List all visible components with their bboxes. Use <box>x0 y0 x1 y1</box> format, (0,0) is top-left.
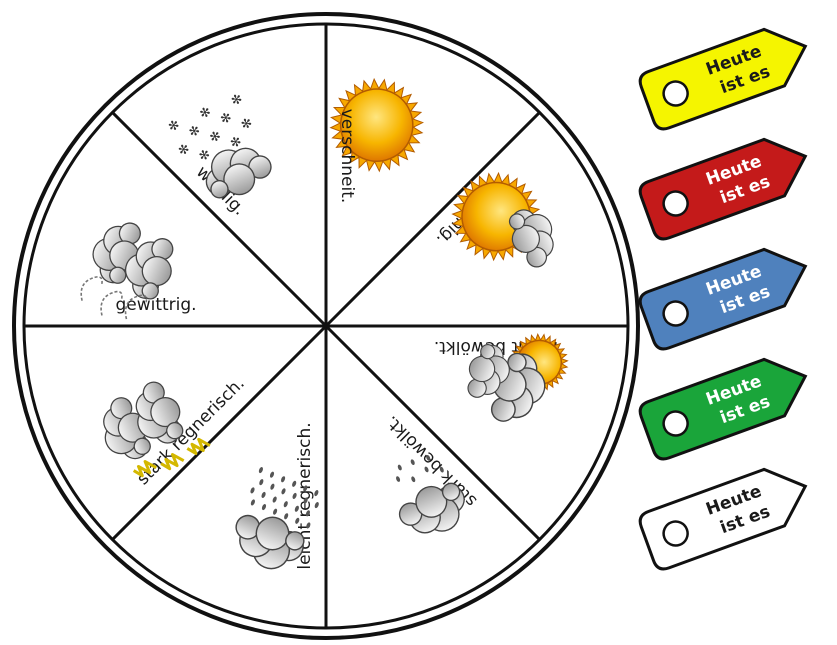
wheel-spokes <box>24 24 628 628</box>
sector-verschneit[interactable]: ✻✻✻✻✻✻✻✻✻✻verschneit. <box>166 52 390 259</box>
tag-shape <box>638 357 808 461</box>
tag-hole <box>662 300 689 327</box>
sector-gewittrig[interactable]: gewittrig. <box>55 266 254 487</box>
wheel-spoke <box>324 324 541 541</box>
tag-shape <box>638 467 808 571</box>
thunderstorm-cloud-icon <box>103 381 211 478</box>
tag-shape <box>638 137 808 241</box>
snow-cloud-icon: ✻✻✻✻✻✻✻✻✻✻ <box>166 91 272 199</box>
svg-text:✻: ✻ <box>239 115 255 133</box>
svg-text:✻: ✻ <box>197 147 213 165</box>
svg-text:✻: ✻ <box>228 134 244 152</box>
wheel-spoke <box>324 111 541 328</box>
svg-text:✻: ✻ <box>229 91 245 109</box>
wheel-spoke <box>111 324 328 541</box>
svg-text:✻: ✻ <box>218 110 234 128</box>
svg-text:✻: ✻ <box>208 128 224 146</box>
wheel[interactable]: sonnig.leicht bewölkt.stark bewölkt.leic… <box>12 12 640 640</box>
tag-hole <box>662 190 689 217</box>
svg-text:✻: ✻ <box>187 123 203 141</box>
tag-hole <box>662 520 689 547</box>
wheel-spoke <box>111 111 328 328</box>
tag-hole <box>662 410 689 437</box>
sector-label: verschneit. <box>337 109 357 204</box>
sector-label: gewittrig. <box>115 295 196 315</box>
sector-leicht-regnerisch[interactable]: leicht regnerisch. <box>243 373 474 589</box>
light-rain-cloud-icon <box>396 455 465 534</box>
sun-behind-large-cloud-icon <box>467 332 569 422</box>
sun-behind-cloud-icon <box>451 171 554 268</box>
svg-text:✻: ✻ <box>176 141 192 159</box>
svg-text:✻: ✻ <box>198 104 214 122</box>
heavy-rain-cloud-icon <box>235 467 319 570</box>
tag-shape <box>638 27 808 131</box>
wind-cloud-icon <box>80 222 174 320</box>
tag-shape <box>638 247 808 351</box>
svg-text:✻: ✻ <box>166 117 182 135</box>
sun-icon <box>329 77 424 173</box>
tag-hole <box>662 80 689 107</box>
sector-windig[interactable]: windig. <box>72 135 259 351</box>
